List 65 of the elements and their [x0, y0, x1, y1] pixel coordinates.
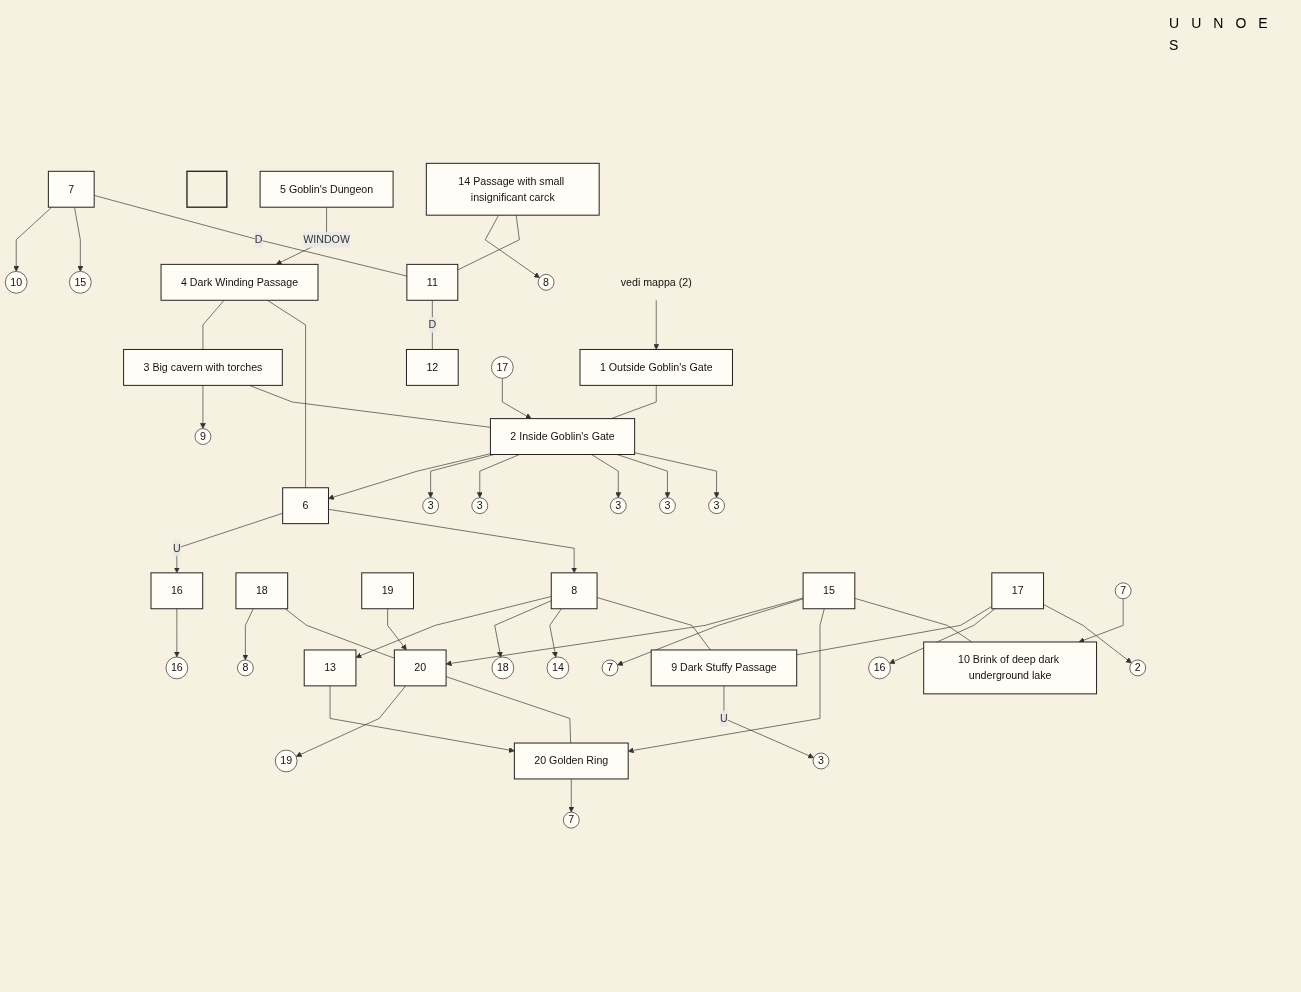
connector	[457, 215, 520, 271]
node-text: vedi mappa (2)	[620, 276, 692, 288]
edge-label: D	[254, 234, 263, 246]
edge-label: U	[173, 542, 181, 554]
direction-label: E	[1258, 15, 1268, 31]
node-box: 4 Dark Winding Passage	[160, 264, 319, 302]
node-box: 18	[235, 572, 289, 610]
node-circle: 7	[1114, 582, 1132, 600]
node-box: 8	[550, 572, 598, 610]
node-circle: 3	[422, 497, 439, 515]
node-circle: 2	[1129, 659, 1146, 677]
node-box: 15	[802, 572, 856, 610]
direction-label: O	[1235, 15, 1247, 31]
connector	[93, 195, 408, 277]
node-box: 3 Big cavern with torches	[123, 349, 283, 387]
node-box: 9 Dark Stuffy Passage	[650, 649, 798, 687]
edge-label: D	[428, 319, 437, 331]
node-circle: 7	[601, 659, 619, 677]
node-box: 20	[393, 649, 447, 687]
connector	[284, 608, 395, 659]
node-circle: 3	[610, 497, 627, 515]
node-circle: 15	[69, 271, 92, 294]
node-circle: 9	[194, 428, 212, 446]
node-circle: 16	[868, 656, 891, 680]
node-box: 16	[150, 572, 204, 610]
node-box: 10 Brink of deep dark underground lake	[923, 641, 1098, 695]
passage-label: U	[1191, 15, 1202, 31]
direction-label: N	[1213, 15, 1224, 31]
node-circle: 17	[491, 356, 514, 379]
passage-label: U	[1169, 15, 1180, 31]
node-box: 12	[405, 349, 459, 387]
node-box: 13	[303, 649, 357, 687]
connector	[202, 300, 225, 351]
edge-label: WINDOW	[303, 234, 350, 246]
node-box: 6	[282, 487, 329, 525]
node-circle: 8	[537, 274, 555, 291]
node-box: 1 Outside Goblin's Gate	[579, 349, 733, 387]
node-box: 17	[991, 572, 1045, 610]
node-box: 11	[406, 264, 459, 302]
connector	[596, 597, 711, 651]
node-box: 14 Passage with small insignificant carck	[425, 163, 600, 216]
node-circle: 18	[491, 656, 515, 680]
connector	[249, 385, 491, 428]
node-box: 7	[47, 171, 95, 208]
node-circle: 3	[659, 497, 676, 515]
node-circle: 7	[563, 812, 580, 829]
node-circle: 14	[546, 656, 570, 680]
node-box: 20 Golden Ring	[513, 742, 629, 780]
direction-label: S	[1169, 37, 1179, 53]
connector	[445, 676, 571, 744]
node-box: 2 Inside Goblin's Gate	[489, 418, 636, 456]
node-circle: 3	[471, 497, 489, 515]
edge-label: U	[720, 712, 728, 725]
node-circle: 3	[812, 753, 830, 770]
node-circle: 3	[708, 497, 725, 515]
node-box	[186, 170, 228, 209]
connector	[796, 606, 993, 656]
node-box: 19	[361, 572, 414, 610]
node-circle: 16	[165, 656, 189, 680]
node-circle: 8	[237, 659, 254, 677]
node-box: 5 Goblin's Dungeon	[259, 171, 394, 208]
connector	[267, 300, 306, 489]
node-circle: 19	[274, 750, 298, 773]
connector	[854, 598, 973, 643]
node-circle: 10	[5, 271, 28, 294]
